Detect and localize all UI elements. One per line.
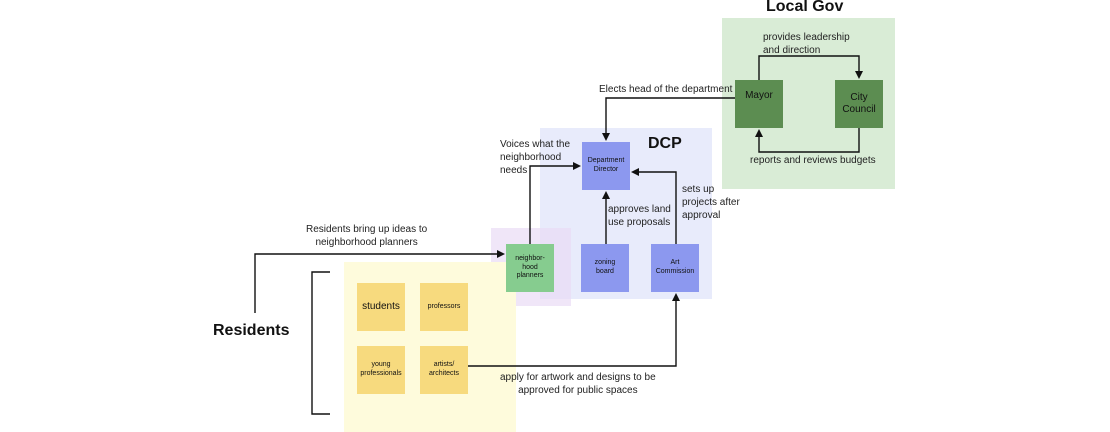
department-director-node: Department Director xyxy=(582,142,630,190)
professors-node: professors xyxy=(420,283,468,331)
young-professionals-node: young professionals xyxy=(357,346,405,394)
art-commission-node: Art Commission xyxy=(651,244,699,292)
dcp-title: DCP xyxy=(648,135,682,152)
artists-architects-node: artists/ architects xyxy=(420,346,468,394)
zoning-board-node: zoning board xyxy=(581,244,629,292)
label-land-use: approves land use proposals xyxy=(608,204,671,228)
arrow-art-to-director xyxy=(631,168,677,244)
label-ideas: Residents bring up ideas to neighborhood… xyxy=(306,224,428,248)
label-artwork: apply for artwork and designs to be appr… xyxy=(500,372,656,396)
mayor-node: Mayor xyxy=(735,80,783,128)
city-council-node: City Council xyxy=(835,80,883,128)
arrow-council-to-mayor xyxy=(755,128,860,153)
label-voices: Voices what the neighborhood needs xyxy=(500,139,571,176)
arrow-artists-to-art-commission xyxy=(468,293,680,367)
arrow-planners-to-director xyxy=(529,162,581,244)
neighborhood-planners-node: neighbor- hood planners xyxy=(506,244,554,292)
label-leadership: provides leadership and direction xyxy=(763,32,850,56)
label-projects: sets up projects after approval xyxy=(682,184,740,221)
arrow-mayor-to-director xyxy=(602,97,735,141)
students-node: students xyxy=(357,283,405,331)
label-elects: Elects head of the department xyxy=(599,84,733,95)
residents-bracket xyxy=(311,271,330,415)
arrow-residents-to-planners xyxy=(254,250,505,313)
local-gov-title: Local Gov xyxy=(766,0,844,15)
label-budgets: reports and reviews budgets xyxy=(750,155,876,166)
residents-title: Residents xyxy=(213,322,290,339)
arrow-mayor-to-council xyxy=(758,55,863,80)
